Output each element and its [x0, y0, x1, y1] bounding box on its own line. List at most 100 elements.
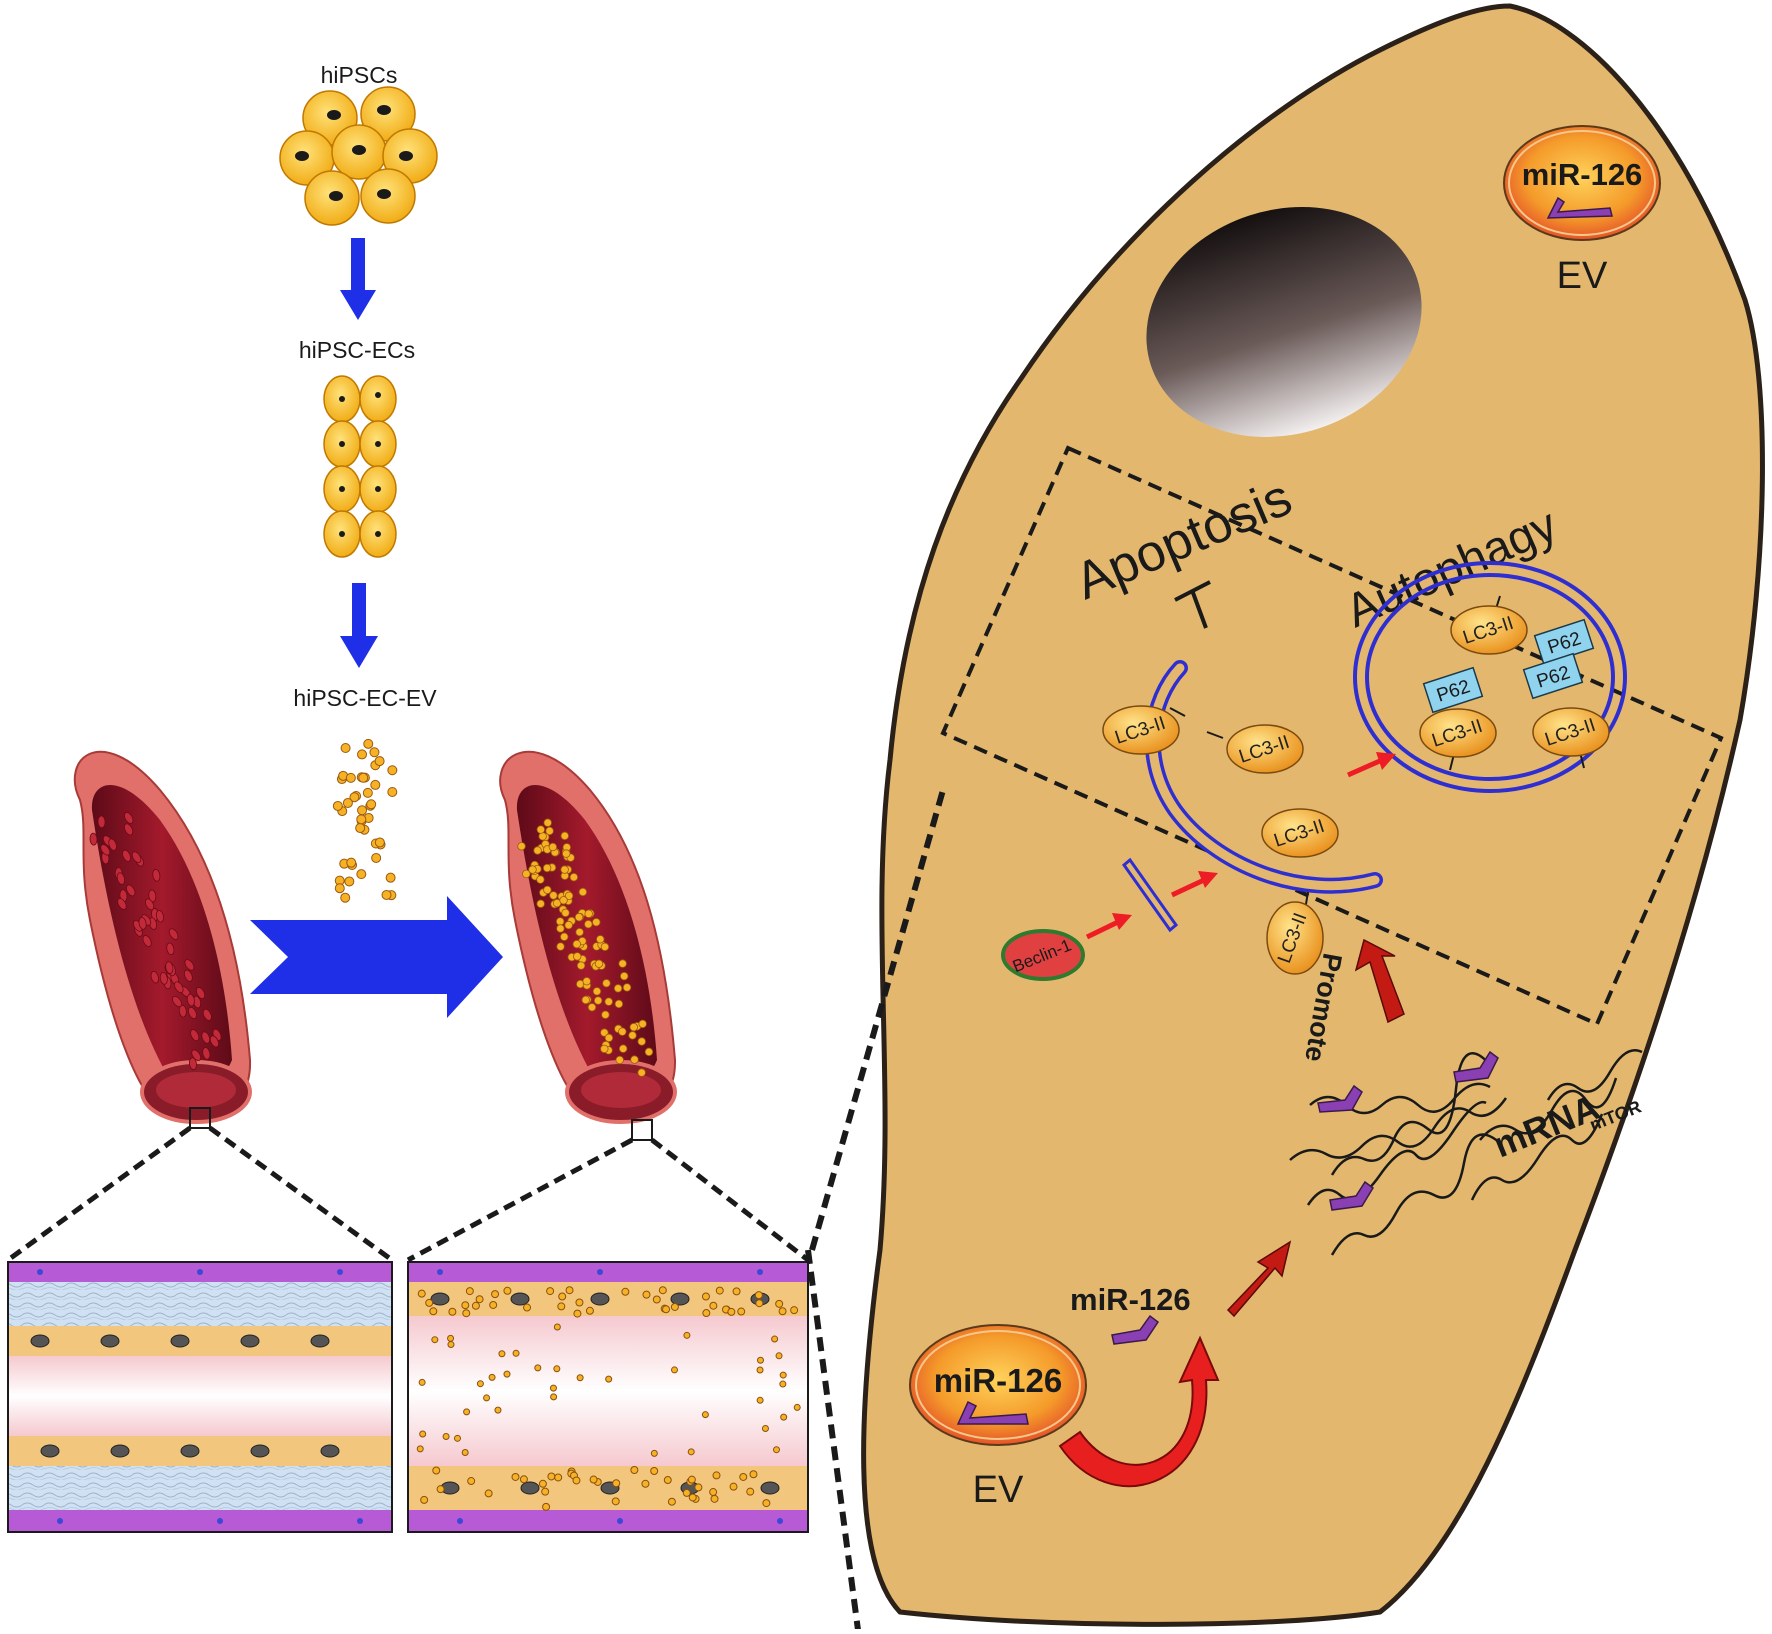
- red-arrow: [1346, 752, 1396, 778]
- ev-particle: [618, 959, 627, 968]
- ev-particle: [536, 899, 545, 908]
- ev-particle: [356, 814, 367, 825]
- ev-particle: [381, 889, 392, 900]
- red-blood-cell: [187, 1006, 197, 1020]
- red-blood-cell: [117, 898, 127, 910]
- ev-particle: [334, 883, 345, 894]
- ev-particle: [592, 918, 601, 927]
- ev-particle: [576, 961, 586, 970]
- red-blood-cell: [124, 823, 134, 836]
- ev-particle: [600, 1028, 609, 1037]
- ev-particle: [371, 852, 382, 863]
- ev-particle: [638, 1019, 647, 1029]
- hipscs-label: hiPSCs: [321, 62, 398, 88]
- hipsc-ec-ev-label: hiPSC-EC-EV: [293, 685, 437, 711]
- ev-particle: [332, 800, 343, 811]
- red-blood-cell: [126, 884, 136, 897]
- red-blood-cell: [191, 1049, 202, 1061]
- red-blood-cell: [150, 970, 159, 984]
- ev-particle: [536, 825, 546, 834]
- red-blood-cell: [122, 849, 132, 862]
- red-blood-cell: [165, 961, 174, 974]
- mirna-icon: [1317, 1050, 1499, 1211]
- red-blood-cell: [195, 987, 206, 1000]
- ev-particle: [629, 1022, 638, 1032]
- ev-particle: [562, 849, 571, 858]
- ev-particle: [345, 772, 356, 783]
- ev-particle: [559, 896, 568, 905]
- p62-protein: P62: [1533, 618, 1595, 666]
- red-blood-cell: [97, 815, 106, 829]
- ev-top-label: EV: [1557, 255, 1608, 297]
- ev-particle: [340, 892, 351, 903]
- mirna-icon: [1111, 1314, 1160, 1345]
- red-blood-cell: [172, 995, 183, 1008]
- ev-particle: [584, 919, 593, 929]
- red-blood-cell: [138, 916, 147, 930]
- ev-particle: [564, 920, 573, 930]
- isolation-membrane: [1121, 857, 1179, 933]
- red-blood-cell: [100, 844, 111, 856]
- red-blood-cell: [116, 872, 125, 885]
- red-blood-cell: [190, 1029, 200, 1042]
- ev-particle: [593, 996, 603, 1005]
- red-blood-cell: [166, 942, 175, 956]
- treatment-arrow: [250, 896, 503, 1018]
- ev-particle: [628, 1031, 637, 1040]
- ev-particle: [581, 995, 590, 1005]
- ev-particle: [342, 797, 353, 808]
- flow-arrow-down: [340, 583, 378, 668]
- ev-particle: [533, 846, 542, 855]
- ev-particle: [613, 984, 623, 993]
- red-blood-cell: [209, 1035, 220, 1048]
- ev-particle: [536, 875, 545, 884]
- red-blood-cell: [183, 969, 193, 982]
- release-arrow: [1058, 1335, 1220, 1488]
- flow-arrow-down: [340, 238, 376, 320]
- blood-vessel-control: [73, 750, 252, 1129]
- ev-particle: [575, 927, 584, 937]
- ev-particle: [556, 942, 565, 951]
- ev-particle: [355, 823, 366, 834]
- ev-particle: [574, 912, 584, 922]
- red-blood-cell: [202, 1008, 212, 1021]
- red-blood-cell: [108, 838, 117, 851]
- red-blood-cell: [174, 981, 184, 993]
- ev-particle: [340, 743, 351, 754]
- red-blood-cell: [202, 1047, 211, 1060]
- hipsc-cluster: [279, 86, 438, 226]
- ev-particle: [517, 842, 526, 851]
- mirna-icon: [956, 1400, 1029, 1425]
- mrna-strands: [1289, 1049, 1643, 1256]
- cell-nucleus: [1146, 207, 1422, 437]
- ev-particle: [356, 869, 367, 880]
- ev-particle: [572, 939, 581, 949]
- ev-particle: [549, 891, 558, 900]
- red-blood-cell: [152, 869, 161, 882]
- ev-particle: [548, 842, 558, 852]
- ev-particle: [615, 1055, 624, 1065]
- mirna-icon: [1546, 196, 1613, 219]
- ev-particle: [569, 872, 579, 882]
- lc3-protein: LC3-II: [1206, 724, 1304, 774]
- red-blood-cell: [124, 812, 134, 824]
- red-arrow: [1226, 1240, 1292, 1318]
- zoom-box: [189, 1107, 211, 1129]
- hipsc-ecs-label: hiPSC-ECs: [299, 337, 415, 363]
- zoom-box: [631, 1119, 653, 1141]
- ev-particle: [630, 1055, 639, 1064]
- ev-particle: [556, 924, 565, 933]
- ev-particle: [594, 959, 604, 968]
- ev-particle: [618, 1027, 627, 1036]
- red-blood-cell: [188, 1057, 197, 1071]
- ev-particle: [363, 738, 374, 749]
- red-blood-cell: [155, 909, 165, 923]
- ev-particle: [545, 826, 554, 836]
- ev-particle: [587, 1003, 597, 1012]
- ev-particle: [560, 932, 569, 941]
- promote-arrow: [1354, 938, 1405, 1024]
- ev-particle: [582, 977, 591, 986]
- ev-particle: [622, 983, 632, 992]
- ev-particle: [387, 765, 398, 776]
